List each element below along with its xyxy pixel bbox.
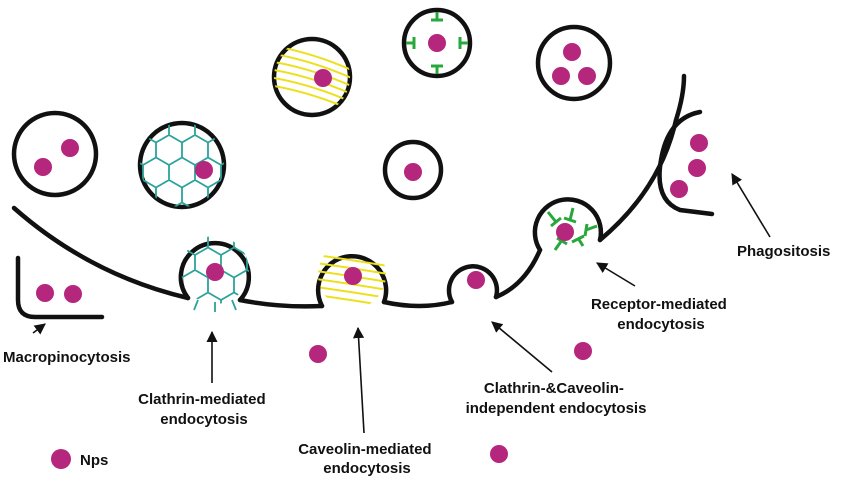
membrane-macropinocytosis-ruffle (15, 255, 105, 320)
pit-receptors (546, 207, 598, 251)
nanoparticle (688, 159, 706, 177)
nanoparticle (64, 285, 82, 303)
macropinocytosis-contents (36, 284, 82, 303)
legend: Nps (51, 449, 108, 469)
pit-caveolin-coat (318, 254, 386, 307)
vesicle-independent (382, 139, 444, 201)
membrane-segment-3 (493, 247, 543, 300)
nanoparticle (428, 34, 446, 52)
vesicle-receptor-mediated (401, 7, 473, 79)
label-clathrin-mediated: Clathrin-mediated endocytosis (138, 391, 270, 428)
vesicle-phagosome (535, 24, 613, 102)
nanoparticle (206, 263, 224, 281)
membrane-caveolin-pit (315, 254, 389, 309)
nanoparticle (314, 69, 332, 87)
vesicle-macropinosome (11, 110, 99, 198)
label-macropinocytosis: Macropinocytosis (3, 349, 131, 366)
nanoparticle (670, 180, 688, 198)
nanoparticle (578, 67, 596, 85)
pit-clathrin-coat (181, 236, 249, 312)
nanoparticle (467, 271, 485, 289)
cell-membrane (11, 73, 715, 320)
arrow-phagocytosis (731, 173, 771, 238)
nanoparticle (574, 342, 592, 360)
nanoparticle (36, 284, 54, 302)
legend-nps-label: Nps (80, 452, 108, 469)
vesicle-clathrin-coated (137, 120, 227, 210)
nanoparticle (404, 163, 422, 181)
nanoparticle (34, 158, 52, 176)
legend-nanoparticle-swatch (51, 449, 71, 469)
arrow-independent (491, 321, 553, 373)
membrane-receptor-pit (532, 197, 604, 253)
label-caveolin-mediated: Caveolin-mediated endocytosis (298, 441, 436, 477)
arrow-caveolin (352, 326, 365, 434)
nanoparticle (195, 161, 213, 179)
nanoparticle (563, 43, 581, 61)
nanoparticle (552, 67, 570, 85)
nanoparticle (490, 445, 508, 463)
membrane-segment-1 (237, 297, 325, 309)
vesicle-caveolin-coated (271, 36, 353, 118)
arrow-macropinocytosis (32, 323, 46, 335)
pointer-arrows (32, 173, 771, 434)
label-independent: Clathrin-&Caveolin- independent endocyto… (466, 380, 647, 417)
membrane-right-arc (597, 73, 687, 243)
nanoparticle (309, 345, 327, 363)
nanoparticle (556, 223, 574, 241)
label-receptor-mediated: Receptor-mediated endocytosis (591, 296, 731, 333)
nanoparticle (690, 134, 708, 152)
arrow-receptor (596, 262, 636, 287)
membrane-segment-2 (381, 299, 455, 309)
membrane-independent-pit (446, 264, 500, 305)
phagocytosis-contents (670, 134, 708, 198)
nanoparticle (61, 139, 79, 157)
nanoparticle (344, 267, 362, 285)
membrane-left-arc (11, 205, 191, 301)
label-phagocytosis: Phagositosis (737, 243, 830, 260)
membrane-phagocytosis-cup (657, 109, 715, 217)
